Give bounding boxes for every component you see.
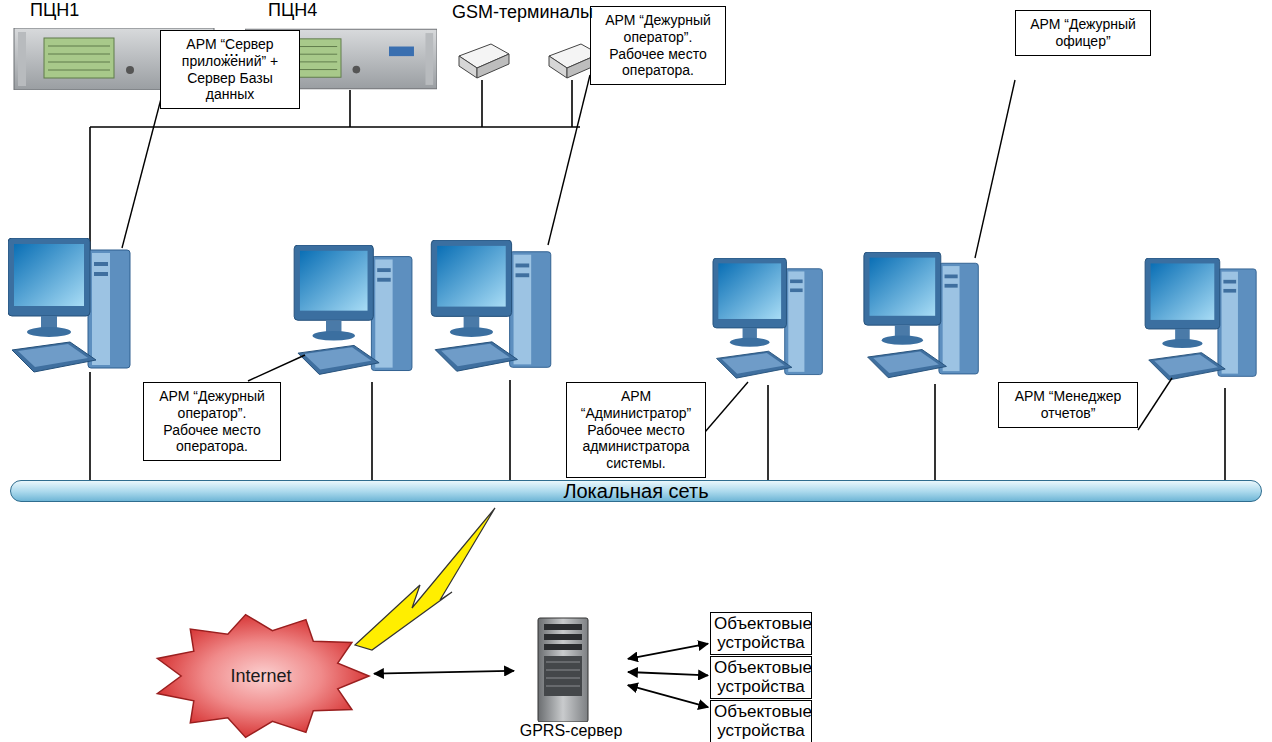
lan-drop (90, 372, 1225, 481)
connector-arrow (374, 671, 514, 674)
node-text: GPRS-сервер (516, 722, 626, 740)
node-text: АРМ “Дежурный оператор”. Рабочее место о… (597, 12, 719, 79)
device-box: Объектовые устройства (710, 700, 812, 742)
node-text: АРМ “Дежурный оператор”. Рабочее место о… (150, 388, 274, 455)
callout-box: АРМ “Дежурный оператор”. Рабочее место о… (590, 6, 726, 85)
connector-arrow (628, 685, 708, 707)
node-text: Объектовые устройства (714, 703, 808, 740)
node-text: Internet (150, 666, 372, 687)
leader-line (122, 75, 1172, 432)
node-text: Объектовые устройства (714, 659, 808, 696)
callout-box: АРМ “Администратор” Рабочее место админи… (566, 382, 706, 478)
computer (1145, 258, 1256, 380)
device-label: GSM-терминалы (452, 2, 593, 23)
node-text: АРМ “Администратор” Рабочее место админи… (573, 388, 699, 472)
wireless-bolt (355, 508, 495, 650)
callout-box: АРМ “Менеджер отчетов” (998, 382, 1138, 428)
internet-cloud: Internet (150, 612, 372, 740)
node-text: АРМ “Менеджер отчетов” (1005, 388, 1131, 422)
computer (864, 252, 978, 378)
node-text: Объектовые устройства (714, 615, 808, 652)
network-band: Локальная сеть (10, 480, 1262, 502)
server-node: GPRS-сервер (516, 612, 626, 740)
gsm-terminal (459, 44, 509, 78)
server-tower (538, 618, 588, 722)
callout-box: АРМ “Дежурный офицер” (1015, 10, 1151, 56)
connector-arrow (628, 672, 708, 675)
connector-arrow (628, 644, 708, 659)
device-label: ПЦН1 (30, 0, 79, 21)
device-label: ... (224, 40, 239, 61)
device-box: Объектовые устройства (710, 656, 812, 699)
node-text: АРМ “Дежурный офицер” (1022, 16, 1144, 50)
computer (431, 240, 550, 371)
device-label: ПЦН4 (268, 0, 317, 21)
node-text: Локальная сеть (11, 481, 1261, 501)
callout-box: АРМ “Дежурный оператор”. Рабочее место о… (143, 382, 281, 461)
computer (8, 238, 130, 372)
computer (713, 258, 822, 378)
device-box: Объектовые устройства (710, 612, 812, 655)
computer (294, 245, 412, 374)
